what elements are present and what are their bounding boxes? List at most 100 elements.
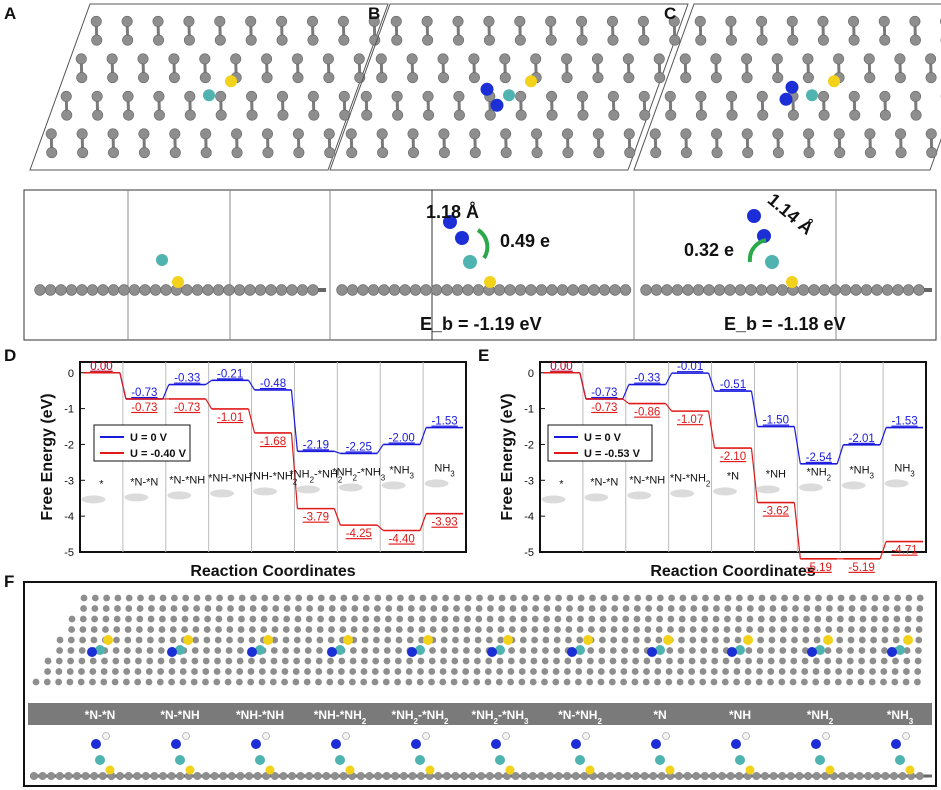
carbon-atom	[801, 668, 809, 675]
carbon-atom	[139, 284, 151, 296]
carbon-atom	[313, 772, 322, 780]
carbon-atom	[430, 615, 437, 623]
carbon-atom	[779, 636, 787, 644]
carbon-atom	[374, 605, 381, 612]
nitrogen-atom	[651, 739, 661, 749]
energy-value-label: -2.10	[720, 451, 746, 463]
sulfur-atom	[345, 765, 355, 775]
carbon-atom	[543, 605, 551, 612]
carbon-atom	[586, 668, 594, 675]
carbon-atom	[181, 284, 193, 296]
metal-atom	[895, 645, 905, 655]
carbon-atom	[339, 626, 347, 633]
carbon-atom	[133, 772, 142, 780]
carbon-atom	[577, 594, 585, 602]
carbon-atom	[531, 636, 538, 644]
carbon-atom	[202, 772, 210, 780]
adsorbate-shadow	[124, 493, 149, 502]
energy-value-label: -0.73	[131, 402, 157, 414]
carbon-atom	[153, 34, 165, 46]
carbon-atom	[135, 657, 142, 665]
carbon-atom	[67, 636, 75, 644]
carbon-atom	[373, 636, 380, 644]
carbon-atom	[453, 34, 465, 46]
carbon-atom	[701, 605, 709, 612]
carbon-atom	[726, 109, 738, 121]
top-view-structure-c	[633, 3, 941, 171]
carbon-atom	[167, 772, 176, 780]
carbon-atom	[734, 636, 742, 644]
carbon-atom	[879, 34, 891, 46]
carbon-atom	[323, 128, 335, 140]
carbon-atom	[145, 678, 153, 686]
carbon-atom	[591, 53, 603, 65]
carbon-atom	[181, 615, 189, 623]
carbon-atom	[168, 72, 180, 84]
energy-value-label: -2.19	[303, 439, 329, 451]
carbon-atom	[468, 772, 477, 780]
carbon-atom	[316, 626, 324, 633]
hydrogen-atom	[422, 732, 430, 740]
carbon-atom	[45, 128, 57, 140]
carbon-atom	[644, 615, 652, 623]
carbon-atom	[520, 626, 527, 633]
carbon-atom	[565, 636, 572, 644]
carbon-atom	[556, 284, 569, 296]
nitrogen-atom	[443, 215, 457, 229]
y-tick-label: -5	[64, 547, 74, 559]
carbon-atom	[279, 772, 288, 780]
carbon-atom	[542, 647, 549, 654]
carbon-atom	[898, 772, 907, 780]
binding-energy-label-b: E_b = -1.19 eV	[420, 314, 542, 334]
carbon-atom	[440, 657, 447, 665]
carbon-atom	[741, 128, 753, 140]
carbon-atom	[79, 636, 86, 644]
carbon-atom	[351, 605, 359, 612]
carbon-atom	[745, 647, 753, 654]
energy-value-label: 0.00	[90, 361, 112, 373]
carbon-atom	[829, 284, 841, 296]
carbon-atom	[181, 626, 189, 633]
carbon-atom	[282, 636, 290, 644]
carbon-atom	[47, 772, 56, 780]
carbon-atom	[835, 668, 842, 675]
carbon-atom	[407, 605, 415, 612]
carbon-atom	[292, 128, 304, 140]
carbon-atom	[655, 626, 663, 633]
carbon-atom	[891, 668, 899, 675]
sulfur-atom	[825, 765, 835, 775]
carbon-atom	[497, 636, 505, 644]
carbon-atom	[722, 668, 729, 675]
carbon-atom	[664, 90, 676, 102]
carbon-atom	[244, 284, 256, 296]
carbon-atom	[742, 147, 754, 159]
carbon-atom	[725, 15, 737, 27]
carbon-atom	[650, 147, 662, 159]
carbon-atom	[483, 34, 495, 46]
energy-value-label: 0.00	[550, 361, 572, 373]
y-tick-label: -4	[64, 511, 74, 523]
carbon-atom	[520, 772, 529, 780]
carbon-atom	[438, 72, 450, 84]
carbon-atom	[336, 284, 348, 296]
carbon-atom	[812, 668, 820, 675]
carbon-atom	[294, 626, 301, 633]
metal-atom	[335, 645, 345, 655]
metal-atom	[735, 645, 745, 655]
carbon-atom	[224, 678, 232, 686]
carbon-atom	[328, 626, 335, 633]
carbon-atom	[689, 626, 697, 633]
sulfur-atom	[525, 75, 537, 88]
carbon-atom	[236, 668, 244, 675]
carbon-atom	[614, 772, 623, 780]
adsorbate-shadow	[584, 493, 609, 502]
energy-connector	[793, 426, 801, 464]
hydrogen-atom	[182, 732, 190, 740]
carbon-atom	[834, 678, 842, 686]
carbon-atom	[821, 772, 830, 780]
carbon-atom	[726, 772, 735, 780]
carbon-atom	[191, 284, 204, 296]
carbon-atom	[665, 678, 673, 686]
metal-atom	[415, 645, 425, 655]
carbon-atom	[639, 109, 651, 121]
